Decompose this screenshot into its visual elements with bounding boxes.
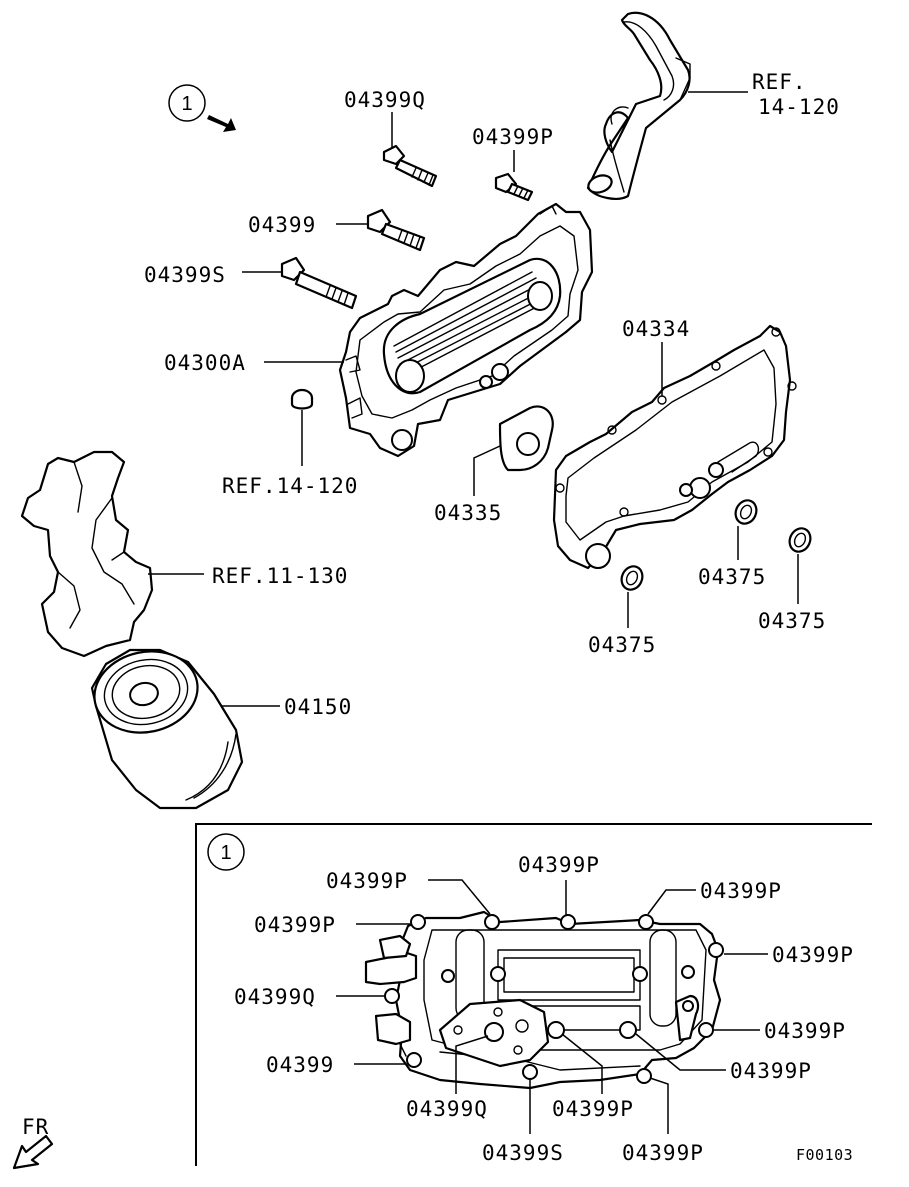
inset-label-bolt-left: 04399 bbox=[266, 1053, 334, 1077]
label-04375-3: 04375 bbox=[758, 609, 826, 633]
inset-label-top-left: 04399P bbox=[326, 869, 408, 893]
bolt-04399S bbox=[280, 256, 358, 310]
oil-filter-04150 bbox=[90, 648, 244, 810]
plug-ref-14-120 bbox=[290, 388, 314, 410]
ref-14-120-pipe-label-line1: REF. bbox=[752, 70, 807, 94]
label-04334: 04334 bbox=[622, 317, 690, 341]
inset-label-top-center: 04399P bbox=[518, 853, 600, 877]
inset-label-right-lower: 04399P bbox=[730, 1059, 812, 1083]
bolt-04399 bbox=[366, 208, 426, 252]
front-direction-indicator: FR bbox=[12, 1115, 54, 1170]
bolt-04399P-top bbox=[494, 172, 534, 202]
detail-inset: 1 bbox=[195, 823, 872, 1166]
inset-marker-number: 1 bbox=[220, 842, 231, 864]
label-ref-14-120-plug: REF.14-120 bbox=[222, 474, 358, 498]
o-ring-04375-3 bbox=[788, 527, 812, 553]
bolt-04399Q bbox=[382, 144, 438, 188]
engine-block-ref-11-130 bbox=[20, 450, 154, 658]
label-04399S-top: 04399S bbox=[144, 263, 226, 287]
gasket-04334 bbox=[552, 324, 797, 570]
label-04399-top: 04399 bbox=[248, 213, 316, 237]
label-04375-2: 04375 bbox=[698, 565, 766, 589]
label-04150: 04150 bbox=[284, 695, 352, 719]
view-marker-number: 1 bbox=[181, 93, 192, 115]
inset-marker bbox=[207, 833, 245, 871]
o-ring-04375-1 bbox=[620, 565, 644, 591]
view-arrow-icon bbox=[207, 115, 236, 132]
label-ref-11-130: REF.11-130 bbox=[212, 564, 348, 588]
label-04375-1: 04375 bbox=[588, 633, 656, 657]
label-04300A: 04300A bbox=[164, 351, 246, 375]
label-04399P-top: 04399P bbox=[472, 125, 554, 149]
view-marker: 1 bbox=[168, 84, 236, 132]
inset-label-bottom-mid: 04399P bbox=[552, 1097, 634, 1121]
inset-label-right-mid: 04399P bbox=[764, 1019, 846, 1043]
ref-14-120-pipe-label-line2: 14-120 bbox=[758, 95, 840, 119]
oil-cooler-assembly bbox=[338, 202, 594, 458]
figure-code: F00103 bbox=[796, 1146, 853, 1164]
inset-oil-cooler bbox=[364, 910, 724, 1090]
inset-label-q-bottom: 04399Q bbox=[406, 1097, 488, 1121]
inset-label-s-bottom: 04399S bbox=[482, 1141, 564, 1165]
front-direction-label: FR bbox=[22, 1115, 49, 1139]
inset-label-q-left: 04399Q bbox=[234, 985, 316, 1009]
inset-label-right-upper: 04399P bbox=[772, 943, 854, 967]
inset-label-bottom-right: 04399P bbox=[622, 1141, 704, 1165]
inset-label-top-right: 04399P bbox=[700, 879, 782, 903]
water-pipe bbox=[586, 11, 691, 200]
o-ring-04375-2 bbox=[734, 499, 758, 525]
label-04335: 04335 bbox=[434, 501, 502, 525]
inset-label-left-upper: 04399P bbox=[254, 913, 336, 937]
front-arrow-icon bbox=[12, 1134, 54, 1170]
gasket-plate-04335 bbox=[498, 405, 554, 472]
label-04399Q-top: 04399Q bbox=[344, 88, 426, 112]
